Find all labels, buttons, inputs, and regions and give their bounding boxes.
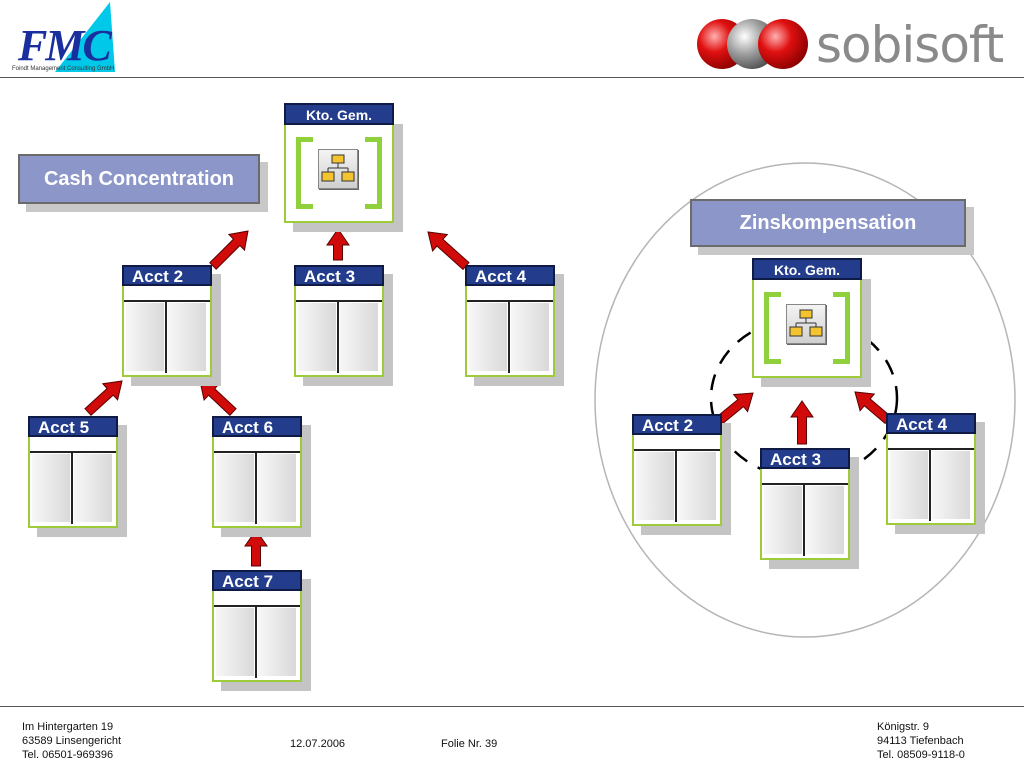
fmc-logo-text: FMC — [18, 21, 112, 70]
account-box: Acct 6 — [212, 416, 302, 528]
master-account-left: Kto. Gem. — [284, 103, 394, 223]
account-label: Acct 6 — [212, 416, 302, 437]
footer-left-address: Im Hintergarten 19 63589 Linsengericht T… — [22, 720, 121, 762]
fmc-logo-graphic — [55, 2, 115, 72]
flow-arrow — [209, 230, 249, 270]
account-box: Acct 3 — [760, 448, 850, 560]
fmc-logo-triangle — [55, 2, 115, 72]
header-divider — [0, 77, 1024, 78]
account-box: Acct 7 — [212, 570, 302, 682]
logo-red-circle-2 — [758, 19, 808, 69]
sobisoft-logo-circles — [697, 19, 808, 69]
footer-right-line: Königstr. 9 — [877, 721, 929, 733]
flow-arrow — [326, 228, 350, 261]
footer-slide-number: Folie Nr. 39 — [441, 738, 498, 750]
account-box: Acct 2 — [122, 265, 212, 377]
footer-left-line: 63589 Linsengericht — [22, 735, 122, 747]
footer-right-address: Königstr. 9 94113 Tiefenbach Tel. 08509-… — [877, 720, 965, 762]
account-box: Acct 3 — [294, 265, 384, 377]
flow-arrow — [716, 392, 754, 425]
account-box: Acct 4 — [465, 265, 555, 377]
flow-arrow — [427, 231, 470, 271]
sobisoft-logo-text: sobisoft — [816, 16, 1004, 74]
footer-left-line: Tel. 06501-969396 — [22, 749, 114, 761]
flow-arrow — [854, 391, 892, 425]
footer-date: 12.07.2006 — [290, 738, 346, 750]
footer-right-line: 94113 Tiefenbach — [877, 735, 964, 747]
account-label: Acct 3 — [760, 448, 850, 469]
org-chart-icon — [318, 149, 358, 189]
master-account-right-label: Kto. Gem. — [752, 258, 862, 280]
fmc-logo-subtitle: Foindt Management Consulting GmbH — [12, 66, 115, 72]
account-label: Acct 4 — [886, 413, 976, 434]
flow-arrow — [84, 380, 123, 417]
flow-arrow — [199, 380, 237, 417]
account-label: Acct 4 — [465, 265, 555, 286]
fmc-logo — [10, 2, 120, 74]
account-label: Acct 3 — [294, 265, 384, 286]
account-label: Acct 7 — [212, 570, 302, 591]
bracket-left — [296, 137, 313, 209]
master-account-right: Kto. Gem. — [752, 258, 862, 378]
master-account-left-label: Kto. Gem. — [284, 103, 394, 125]
org-chart-icon — [786, 304, 826, 344]
zins-circle — [594, 162, 1016, 638]
account-label: Acct 5 — [28, 416, 118, 437]
account-box: Acct 4 — [886, 413, 976, 525]
footer-left-line: Im Hintergarten 19 — [22, 721, 114, 733]
bracket-right — [833, 292, 850, 364]
account-box: Acct 2 — [632, 414, 722, 526]
bracket-right — [365, 137, 382, 209]
account-label: Acct 2 — [632, 414, 722, 435]
footer-right-line: Tel. 08509-9118-0 — [877, 749, 965, 761]
account-box: Acct 5 — [28, 416, 118, 528]
title-cash-concentration: Cash Concentration — [18, 154, 260, 204]
title-zinskompensation: Zinskompensation — [690, 199, 966, 247]
flow-arrow — [244, 529, 268, 567]
flow-arrow — [790, 400, 814, 445]
footer-divider — [0, 706, 1024, 707]
bracket-left — [764, 292, 781, 364]
account-label: Acct 2 — [122, 265, 212, 286]
